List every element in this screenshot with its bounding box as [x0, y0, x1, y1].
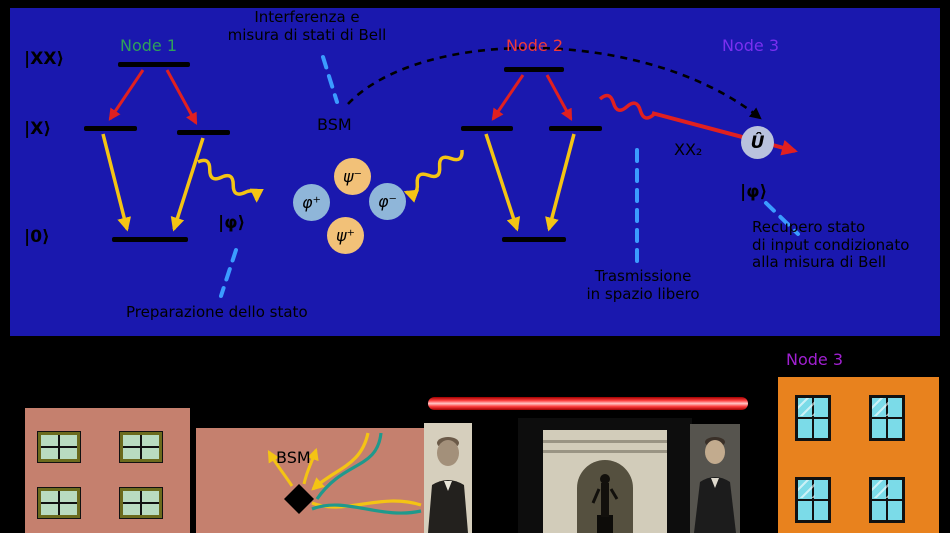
unitary-operator-circle: Û — [741, 126, 774, 159]
xx2-photon-label: XX₂ — [674, 140, 703, 159]
ket-phi-input-label: |φ⟩ — [218, 213, 246, 233]
ket-zero-label: |0⟩ — [24, 227, 50, 247]
arch-facade — [543, 430, 667, 533]
ket-x-label: |X⟩ — [24, 119, 52, 139]
bsm-label: BSM — [317, 115, 352, 134]
transmission-annotation: Trasmissione in spazio libero — [586, 267, 700, 303]
building-node3 — [778, 377, 939, 533]
statue-silhouette — [591, 474, 619, 533]
portrait-silhouette — [428, 437, 468, 533]
window-green — [120, 432, 162, 462]
laser-beam — [428, 397, 748, 410]
node2-label: Node 2 — [506, 36, 564, 55]
window-green — [38, 432, 80, 462]
bell-state-psi-minus: ψ⁻ — [334, 158, 371, 195]
node3-label: Node 3 — [722, 36, 780, 55]
bsm-bottom-label: BSM — [276, 448, 311, 467]
recovery-annotation: Recupero stato di input condizionato all… — [752, 218, 910, 272]
ket-xx-label: |XX⟩ — [24, 49, 65, 69]
preparation-annotation: Preparazione dello stato — [126, 303, 308, 321]
bell-state-psi-plus: ψ⁺ — [327, 217, 364, 254]
portrait-silhouette — [694, 437, 736, 533]
window-cyan — [795, 477, 831, 523]
ket-phi-output-label: |φ⟩ — [740, 182, 768, 202]
building-arch-photo — [518, 418, 692, 533]
building-left — [25, 408, 190, 533]
building-bsm — [196, 428, 424, 533]
node3-bottom-label: Node 3 — [786, 350, 844, 369]
marconi-portrait-photo — [424, 423, 472, 533]
window-green — [38, 488, 80, 518]
bell-state-phi-plus: φ⁺ — [293, 184, 330, 221]
interference-annotation: Interferenza e misura di stati di Bell — [227, 8, 387, 44]
window-green — [120, 488, 162, 518]
window-cyan — [795, 395, 831, 441]
node1-label: Node 1 — [120, 36, 178, 55]
cornice-line — [543, 450, 667, 453]
window-cyan — [869, 477, 905, 523]
bell-state-phi-minus: φ⁻ — [369, 183, 406, 220]
scientist-portrait-photo — [690, 424, 740, 533]
schematic-panel — [10, 8, 940, 336]
window-cyan — [869, 395, 905, 441]
cornice-line — [543, 440, 667, 443]
